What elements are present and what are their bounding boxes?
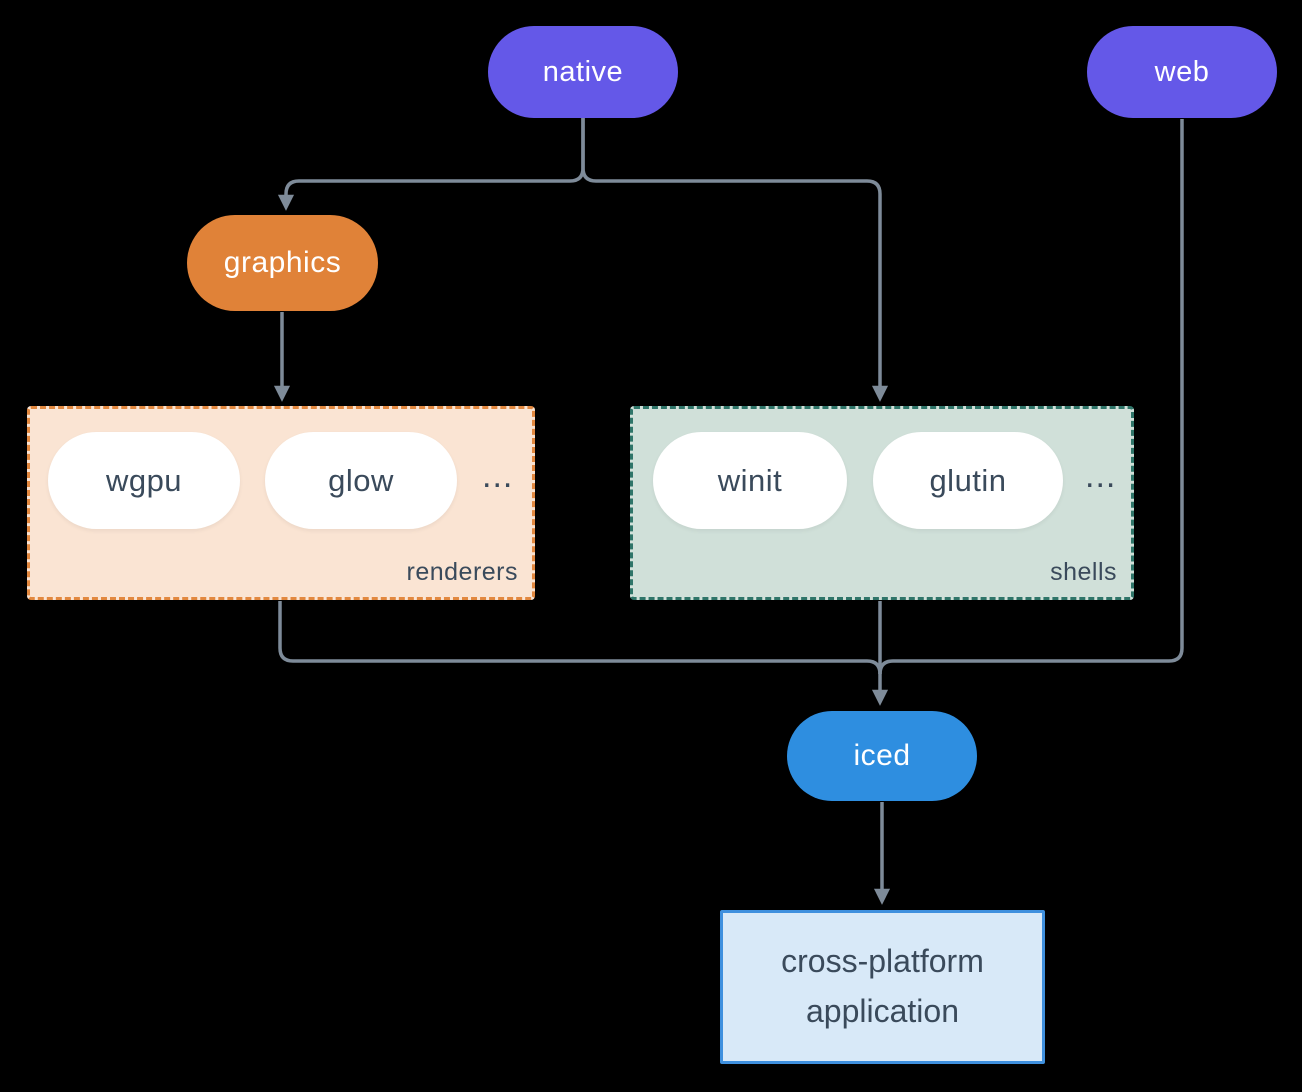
node-glow-label: glow bbox=[328, 462, 394, 498]
group-label-shells: shells bbox=[1050, 558, 1117, 586]
group-label-renderers: renderers bbox=[406, 558, 518, 586]
edge-renderers-merge bbox=[278, 601, 882, 675]
node-glow: glow bbox=[265, 432, 457, 529]
node-application-label: cross-platform application bbox=[781, 943, 984, 1029]
node-graphics: graphics bbox=[187, 215, 378, 311]
node-wgpu-label: wgpu bbox=[105, 462, 183, 498]
node-winit-label: winit bbox=[717, 462, 783, 498]
node-graphics-label: graphics bbox=[223, 246, 342, 279]
node-web-label: web bbox=[1154, 55, 1210, 88]
group-renderers: wgpu glow ... renderers bbox=[27, 406, 535, 600]
node-iced-label: iced bbox=[853, 739, 911, 772]
edge-native-shells bbox=[581, 118, 889, 402]
ellipsis-shells: ... bbox=[1085, 457, 1117, 495]
node-winit: winit bbox=[653, 432, 847, 529]
group-shells: winit glutin ... shells bbox=[630, 406, 1134, 600]
node-native: native bbox=[488, 26, 678, 118]
edge-native-graphics bbox=[277, 118, 585, 211]
node-web: web bbox=[1087, 26, 1277, 118]
node-wgpu: wgpu bbox=[48, 432, 240, 529]
node-native-label: native bbox=[542, 55, 624, 88]
ellipsis-renderers: ... bbox=[482, 457, 514, 495]
node-glutin-label: glutin bbox=[929, 462, 1007, 498]
node-iced: iced bbox=[787, 711, 977, 801]
node-cross-platform-application: cross-platform application bbox=[720, 910, 1045, 1064]
node-glutin: glutin bbox=[873, 432, 1063, 529]
